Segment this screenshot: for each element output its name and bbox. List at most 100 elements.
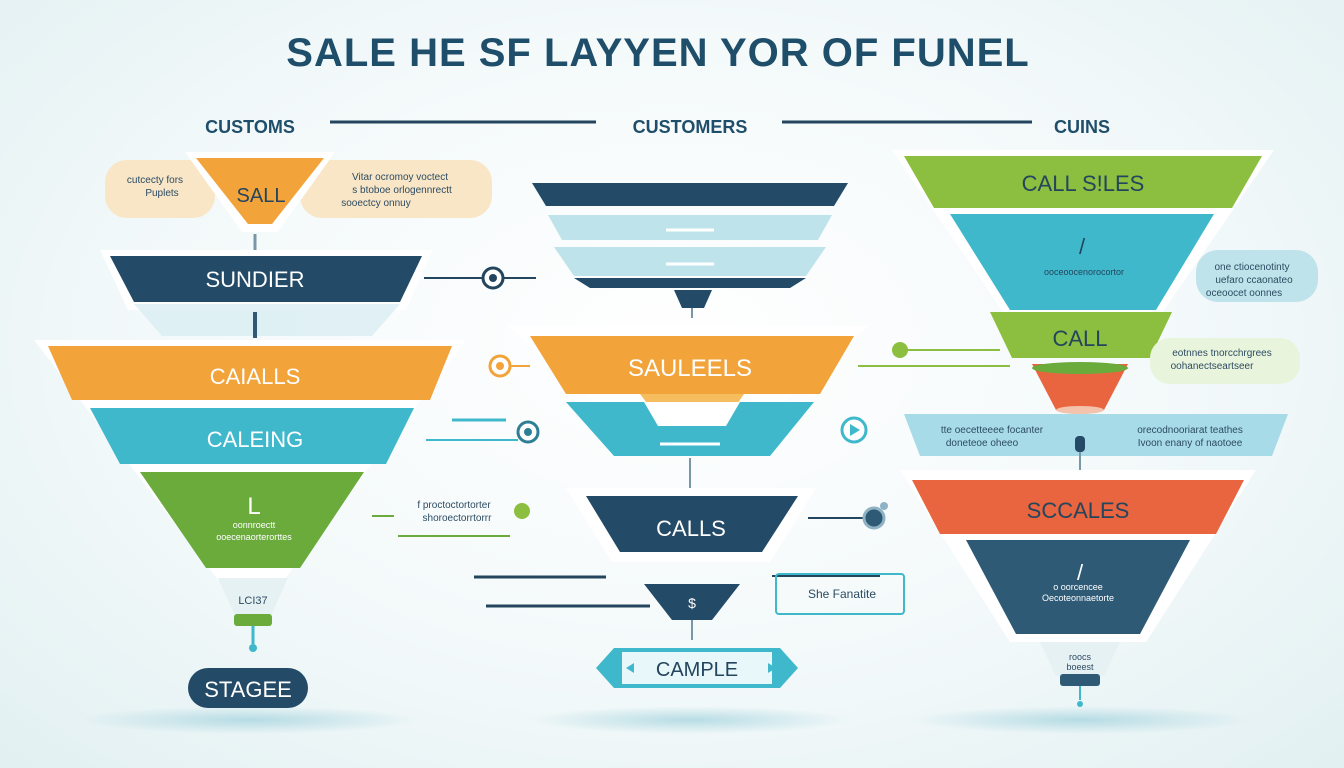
column-header-left: CUSTOMS (205, 117, 295, 137)
right-info-bar (904, 414, 1288, 456)
middle-side-note-box (775, 573, 905, 615)
middle-band-sales-label: SAULEELS (628, 355, 752, 382)
sample-banner-inner (622, 652, 772, 684)
right-funnel: CALL S!LES / ooceoocenorocortor one ctio… (892, 150, 1318, 707)
left-note-pill-left (105, 160, 215, 218)
left-side-connectors: f proctoctortorter shoroectorrtorrr (372, 354, 540, 537)
left-band-sundier-label: SUNDIER (205, 267, 304, 292)
middle-band-sales (530, 336, 854, 394)
column-header-right: CUINS (1054, 117, 1110, 137)
middle-funnel: SAULEELS CALLS $ CAMPLE She Fanatite (474, 183, 905, 688)
right-band-navy (966, 540, 1190, 634)
right-tip-base (1060, 674, 1100, 686)
left-funnel-tip-label: LCI37 (238, 595, 267, 607)
right-band-call-sles-label: CALL S!LES (1022, 171, 1145, 196)
left-green-text-1: oonnroectt (233, 520, 276, 530)
right-note-1-line-2: uefaro ccaonateo (1215, 275, 1293, 286)
middle-band-teal-notch (644, 402, 740, 426)
right-band-call-sles (904, 156, 1262, 208)
right-navy-mark: / (1077, 560, 1084, 585)
left-band-calls (48, 346, 452, 400)
left-top-funnel-label: SALL (237, 185, 286, 207)
middle-band-teal (566, 402, 814, 456)
right-note-1-line-3: oceoocet oonnes (1206, 288, 1282, 299)
left-note-left-line-1: cutcecty fors (127, 175, 183, 186)
left-note-right-line-3: sooectcy onnuy (341, 198, 411, 209)
page-title: SALE HE SF LAYYEN YOR OF FUNEL (286, 31, 1029, 75)
right-tip-text-2: boeest (1066, 662, 1094, 672)
left-note-right-line-2: s btoboe orlogennrectt (352, 185, 452, 196)
left-note-pill-right (300, 160, 492, 218)
left-note-right-line-1: Vitar ocromoy voctect (352, 172, 448, 183)
right-tip-text-1: roocs (1069, 652, 1092, 662)
column-header-middle: CUSTOMERS (633, 117, 748, 137)
middle-side-note: She Fanatite (808, 587, 876, 601)
stage-button[interactable] (188, 668, 308, 708)
left-side-text-2: shoroectorrtorrr (423, 513, 493, 524)
left-green-mark: L (247, 493, 260, 520)
sample-banner-label: CAMPLE (656, 659, 738, 681)
middle-plate-3 (554, 247, 826, 276)
floor-shadow-left (80, 706, 420, 734)
right-band-scales (912, 480, 1244, 534)
floor-shadow-middle (530, 706, 850, 734)
orange-ring-center (496, 362, 504, 370)
left-band-caling-label: CALEING (207, 427, 304, 452)
right-band-call (990, 312, 1172, 358)
right-band-call-label: CALL (1052, 326, 1107, 351)
left-funnel-tip (218, 578, 288, 618)
left-band-calls-label: CAIALLS (210, 364, 301, 389)
right-info-right-1: orecodnooriarat teathes (1137, 425, 1243, 436)
middle-calls-tip (644, 584, 740, 620)
left-band-caling (90, 408, 414, 464)
right-navy-text-1: o oorcencee (1053, 582, 1103, 592)
middle-calls-tip-label: $ (688, 595, 696, 611)
right-teal-mark: / (1079, 234, 1086, 259)
green-dot (514, 503, 530, 519)
right-funnel-tip (1040, 642, 1120, 676)
left-band-sundier-shadow (134, 304, 400, 336)
right-note-1-line-1: one ctiocenotinty (1214, 262, 1289, 273)
middle-band-calls (586, 496, 798, 552)
teal-knob-center (524, 428, 532, 436)
middle-right-connectors (808, 342, 1010, 530)
middle-band-calls-label: CALLS (656, 516, 726, 541)
right-info-right-2: Ivoon enany of naotoee (1138, 438, 1243, 449)
sample-banner-arrow-right (768, 663, 776, 673)
middle-plate-4 (574, 278, 806, 288)
left-funnel-tip-green (234, 614, 272, 626)
left-side-text-1: f proctoctortorter (417, 500, 491, 511)
right-orange-cup-rim (1032, 362, 1128, 374)
right-band-scales-label: SCCALES (1027, 498, 1130, 523)
lime-dot (892, 342, 908, 358)
stage-button-label: STAGEE (204, 677, 292, 702)
right-band-teal (950, 214, 1214, 310)
right-info-left-1: tte oecetteeee focanter (941, 425, 1044, 436)
middle-plate-1 (532, 183, 848, 206)
right-navy-text-2: Oecoteonnaetorte (1042, 593, 1114, 603)
left-knob-center (489, 274, 497, 282)
middle-plate-spout (674, 290, 712, 308)
right-info-pin (1075, 436, 1085, 452)
right-orange-cup (1032, 364, 1128, 410)
right-note-2-pill (1150, 338, 1300, 384)
teal-play-icon-arrow (850, 424, 860, 436)
right-info-left-2: doneteoe oheeo (946, 438, 1019, 449)
right-note-2-line-1: eotnnes tnorcchrgrees (1172, 348, 1272, 359)
left-funnel: cutcecty fors Puplets Vitar ocromoy voct… (34, 152, 536, 708)
left-green-text-2: ooecenaorterorttes (216, 532, 292, 542)
calls-knob (862, 506, 886, 530)
left-band-sundier (110, 256, 422, 302)
right-connector-dot (1077, 701, 1083, 707)
calls-knob-dot (880, 502, 888, 510)
right-note-1-pill (1196, 250, 1318, 302)
floor-shadow-right (910, 706, 1250, 734)
middle-plate-2 (548, 215, 832, 240)
left-top-funnel-orange (196, 158, 324, 224)
left-connector-dot (249, 644, 257, 652)
right-note-2-line-2: oohanectseartseer (1171, 361, 1255, 372)
right-teal-text: ooceoocenorocortor (1044, 267, 1124, 277)
sample-banner-arrow-left (626, 663, 634, 673)
left-band-green (140, 472, 364, 568)
